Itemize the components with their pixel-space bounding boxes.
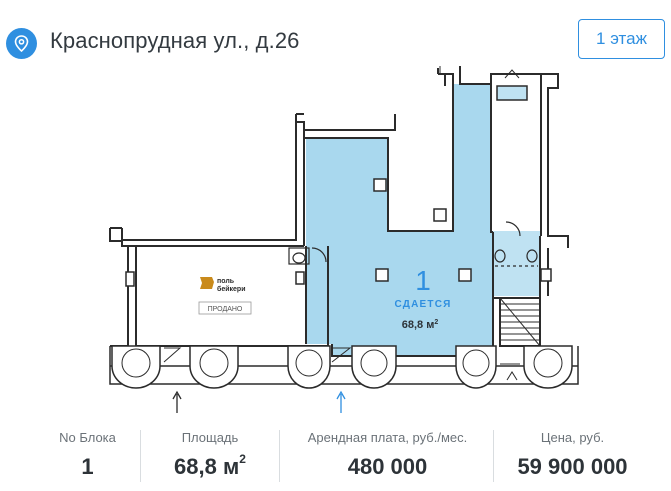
stat-area: Площадь 68,8 м2 [150,418,270,491]
stat-value: 68,8 м2 [174,452,246,479]
header: Краснопрудная ул., д.26 1 этаж [0,0,671,80]
stat-label: Площадь [181,430,239,445]
stat-value: 1 [81,454,94,479]
tenant-logo: поль бейкери [200,277,246,293]
restroom-area [492,231,540,296]
unit-number-label: 1 [415,265,431,296]
entrance-arrow-unit [336,390,346,413]
stat-value: 480 000 [347,454,428,479]
tenant-status-badge: ПРОДАНО [198,301,252,315]
svg-text:поль: поль [217,278,235,285]
stat-label: Цена, руб. [540,430,605,445]
stat-label: No Блока [59,430,116,445]
unit-area-label: 68,8 м2 [402,319,439,331]
divider [279,430,280,482]
rental-unit-area[interactable] [306,84,493,356]
divider [493,430,494,482]
stats-bar: No Блока 1 Площадь 68,8 м2 Арендная плат… [0,418,671,491]
stat-label: Арендная плата, руб./мес. [307,430,468,445]
stat-block-number: No Блока 1 [40,418,135,491]
address-title: Краснопрудная ул., д.26 [50,28,300,53]
stat-price: Цена, руб. 59 900 000 [500,418,645,491]
svg-text:ПРОДАНО: ПРОДАНО [208,306,243,313]
floor-plan: 1 СДАЕТСЯ 68,8 м2 поль бейкери ПРОДАНО [0,66,671,418]
unit-status-label: СДАЕТСЯ [394,299,451,310]
stat-value: 59 900 000 [517,454,628,479]
location-pin-icon [6,28,37,59]
divider [140,430,141,482]
floor-selector-button[interactable]: 1 этаж [578,19,665,59]
svg-text:бейкери: бейкери [217,285,246,293]
stat-rent: Арендная плата, руб./мес. 480 000 [290,418,485,491]
entrance-arrow-left [172,390,182,413]
